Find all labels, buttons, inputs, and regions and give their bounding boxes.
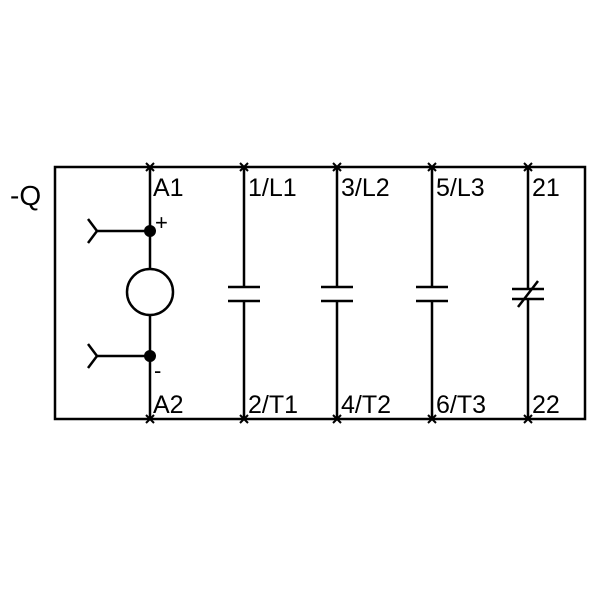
contact-bottom-terminal-label: 22 xyxy=(532,391,560,419)
contact-4: 21 22 xyxy=(512,162,560,424)
normally-closed-slash xyxy=(517,280,539,308)
contact-bottom-terminal-label: 2/T1 xyxy=(248,391,298,419)
coil-section: A1 A2 + - xyxy=(87,162,184,424)
contact-top-terminal-label: 21 xyxy=(532,174,560,202)
contact-top-terminal-label: 3/L2 xyxy=(341,174,390,202)
device-enclosure xyxy=(53,165,587,421)
connector-arrow-top xyxy=(87,218,150,244)
coil-plus-sign: + xyxy=(155,210,168,235)
coil-minus-sign: - xyxy=(154,358,161,383)
contact-top-terminal-label: 5/L3 xyxy=(436,174,485,202)
coil-terminal-a2-label: A2 xyxy=(153,391,184,419)
contact-1: 1/L1 2/T1 xyxy=(228,162,298,424)
coil-symbol xyxy=(125,267,175,317)
contact-top-terminal-label: 1/L1 xyxy=(248,174,297,202)
device-reference-label: -Q xyxy=(10,180,41,211)
contact-2: 3/L2 4/T2 xyxy=(321,162,391,424)
coil-terminal-a1-label: A1 xyxy=(153,174,184,202)
connector-arrow-bottom xyxy=(87,343,150,369)
contacts-section: 1/L1 2/T1 3/L2 4/T2 5/L3 6/T3 21 22 xyxy=(228,162,560,424)
contact-3: 5/L3 6/T3 xyxy=(416,162,486,424)
contact-bottom-terminal-label: 4/T2 xyxy=(341,391,391,419)
contact-bottom-terminal-label: 6/T3 xyxy=(436,391,486,419)
